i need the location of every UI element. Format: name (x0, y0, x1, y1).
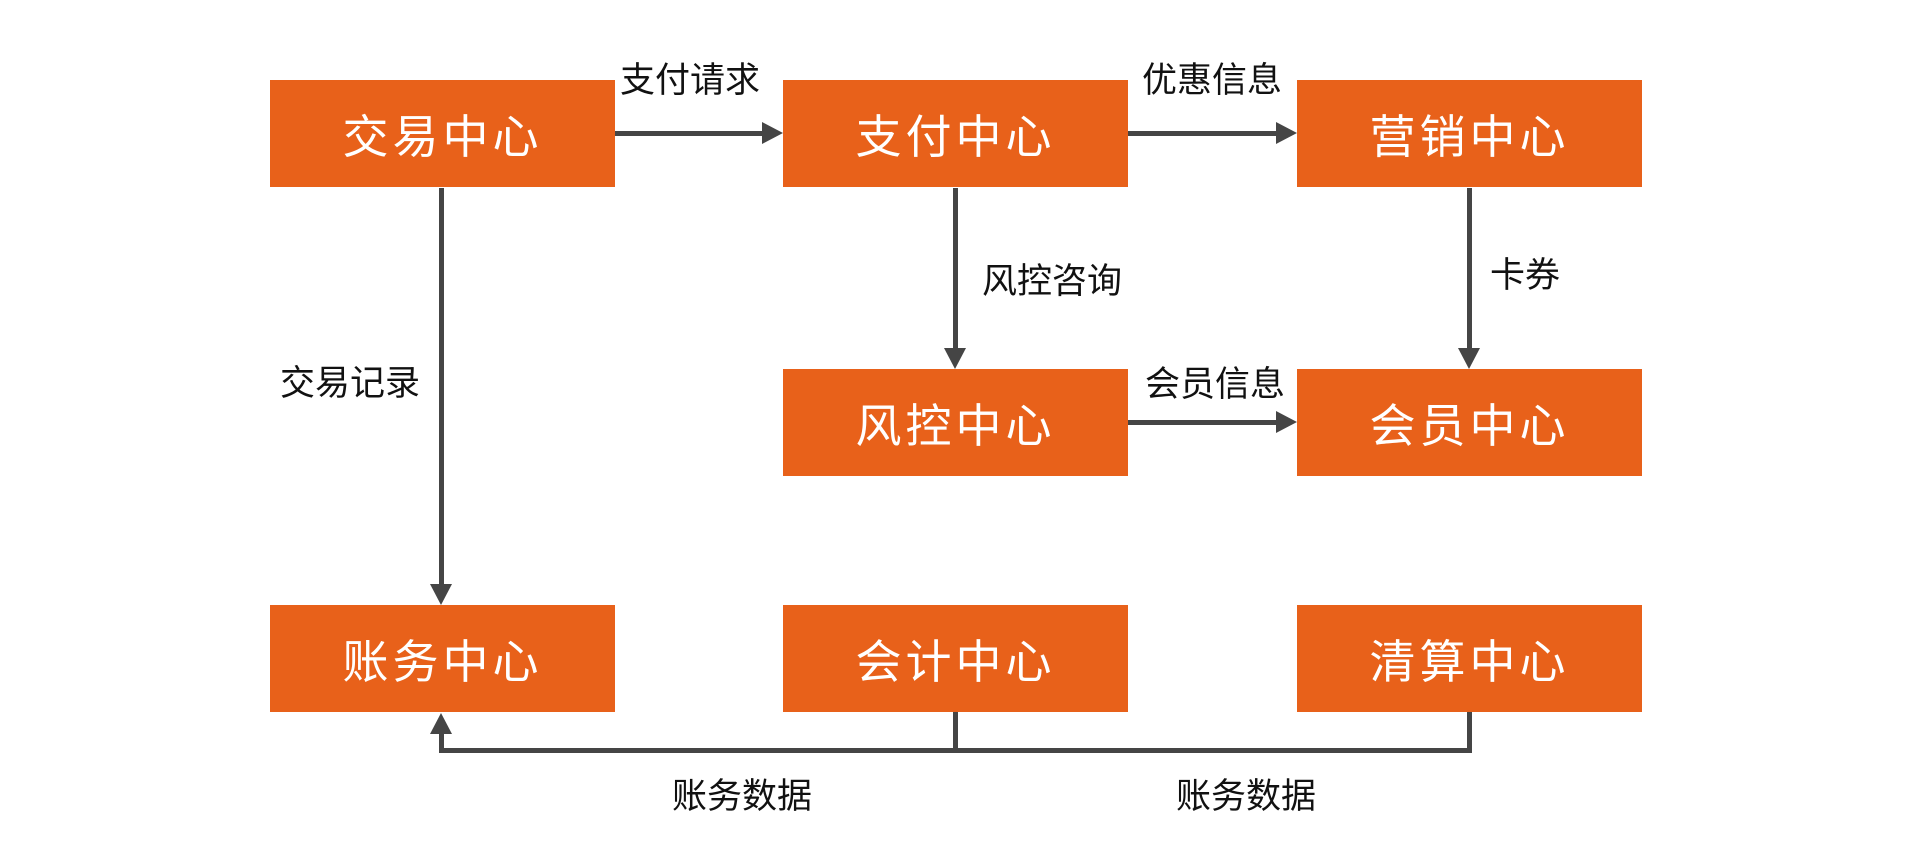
node-marketing-center: 营销中心 (1297, 80, 1642, 187)
edge-accounting-drop-line (953, 712, 958, 753)
edge-pay-risk-line (953, 188, 958, 350)
edge-risk-member-arrowhead-icon (1276, 411, 1297, 433)
node-risk-center: 风控中心 (783, 369, 1128, 476)
edge-marketing-member-line (1467, 188, 1472, 350)
node-clearing-center: 清算中心 (1297, 605, 1642, 712)
node-payment-center: 支付中心 (783, 80, 1128, 187)
edge-pay-risk-arrowhead-icon (944, 348, 966, 369)
edge-feedback-horizontal-line (439, 748, 1472, 753)
edge-label-account-data-right: 账务数据 (1175, 777, 1317, 817)
edge-marketing-member-arrowhead-icon (1458, 348, 1480, 369)
edge-risk-member-line (1128, 420, 1278, 425)
edge-trade-account-line (439, 188, 444, 586)
node-account-center: 账务中心 (270, 605, 615, 712)
edge-pay-marketing-line (1128, 131, 1278, 136)
edge-label-discount-info: 优惠信息 (1141, 61, 1283, 101)
edge-trade-pay-arrowhead-icon (762, 122, 783, 144)
edge-label-risk-consult: 风控咨询 (982, 262, 1123, 302)
edge-label-coupon: 卡券 (1490, 256, 1561, 296)
edge-label-member-info: 会员信息 (1144, 365, 1286, 405)
edge-clearing-drop-line (1467, 712, 1472, 753)
node-member-center: 会员中心 (1297, 369, 1642, 476)
edge-label-trade-record: 交易记录 (279, 364, 420, 404)
edge-account-arrowhead-icon (430, 713, 452, 734)
node-accounting-center: 会计中心 (783, 605, 1128, 712)
edge-pay-marketing-arrowhead-icon (1276, 122, 1297, 144)
node-trade-center: 交易中心 (270, 80, 615, 187)
edge-label-account-data-left: 账务数据 (671, 777, 813, 817)
edge-trade-pay-line (615, 131, 765, 136)
edge-trade-account-arrowhead-icon (430, 584, 452, 605)
edge-label-payment-request: 支付请求 (619, 61, 761, 101)
edge-account-riser-line (439, 732, 444, 748)
